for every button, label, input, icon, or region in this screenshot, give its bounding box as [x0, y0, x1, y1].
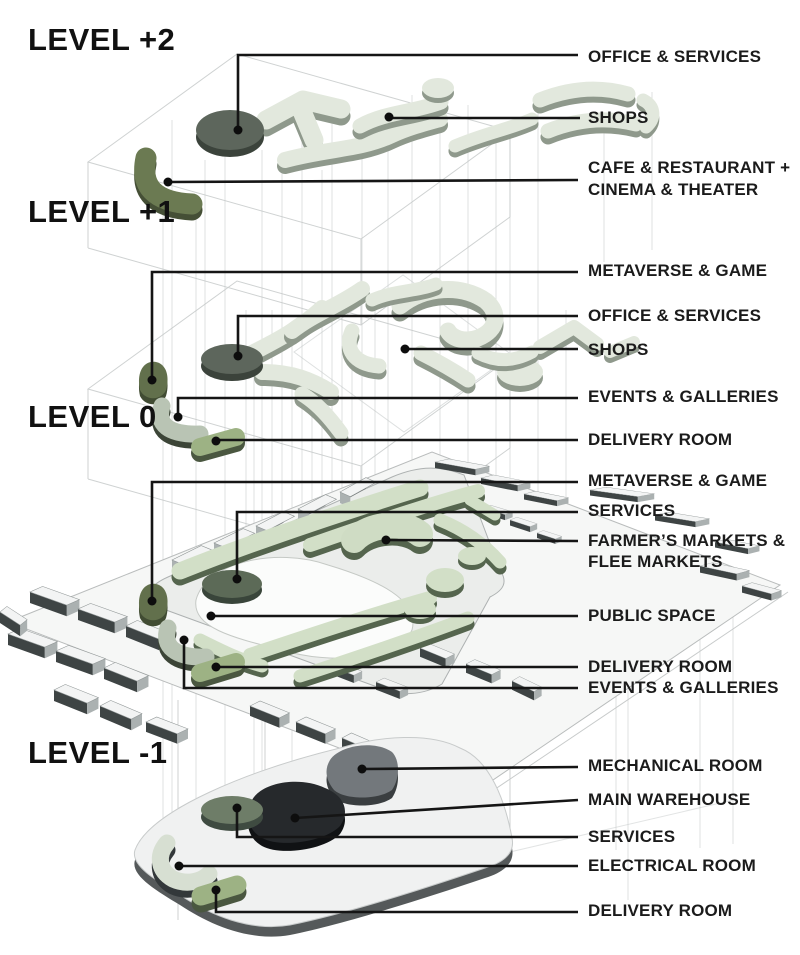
label-b1-main-warehouse: MAIN WAREHOUSE	[588, 790, 751, 809]
label-l0-events-galleries: EVENTS & GALLERIES	[588, 387, 779, 406]
level2-shapes	[134, 78, 653, 221]
level0-shapes	[138, 284, 634, 453]
l2-office-blob	[196, 110, 264, 150]
level-minus1-shapes	[133, 737, 514, 937]
label-b1-electrical-room: ELECTRICAL ROOM	[588, 856, 756, 875]
label-l2-cafe-line1: CAFE & RESTAURANT +	[588, 158, 791, 177]
label-l0-office-services: OFFICE & SERVICES	[588, 306, 762, 325]
label-l0-shops: SHOPS	[588, 340, 649, 359]
label-plan-events-galleries: EVENTS & GALLERIES	[588, 678, 779, 697]
label-l0-metaverse-game: METAVERSE & GAME	[588, 261, 768, 280]
l2-cafe-blob	[134, 147, 203, 215]
b1-services-blob	[201, 796, 263, 824]
plan-program-blobs	[138, 488, 500, 682]
label-l2-cafe-line2: CINEMA & THEATER	[588, 180, 759, 199]
level-label-minus1: LEVEL -1	[28, 735, 168, 770]
label-l0-delivery-room: DELIVERY ROOM	[588, 430, 733, 449]
label-b1-services: SERVICES	[588, 827, 676, 846]
label-plan-farmers-line1: FARMER’S MARKETS &	[588, 531, 786, 550]
level-label-plus2: LEVEL +2	[28, 22, 176, 57]
label-b1-delivery-room: DELIVERY ROOM	[588, 901, 733, 920]
label-l2-office-services: OFFICE & SERVICES	[588, 47, 762, 66]
plan-services-blob	[202, 570, 262, 598]
label-plan-farmers-line2: FLEE MARKETS	[588, 552, 723, 571]
label-b1-mechanical-room: MECHANICAL ROOM	[588, 756, 763, 775]
label-plan-public-space: PUBLIC SPACE	[588, 606, 716, 625]
level-label-zero: LEVEL 0	[28, 399, 157, 434]
level-label-plus1: LEVEL +1	[28, 194, 176, 229]
site-plan	[0, 451, 789, 807]
label-plan-services: SERVICES	[588, 501, 676, 520]
label-l2-shops: SHOPS	[588, 108, 649, 127]
leader-lines	[147, 53, 580, 914]
l0-office-blob	[201, 344, 263, 374]
b1-warehouse-blob	[247, 781, 345, 843]
label-plan-delivery-room: DELIVERY ROOM	[588, 657, 733, 676]
label-plan-metaverse-game: METAVERSE & GAME	[588, 471, 768, 490]
